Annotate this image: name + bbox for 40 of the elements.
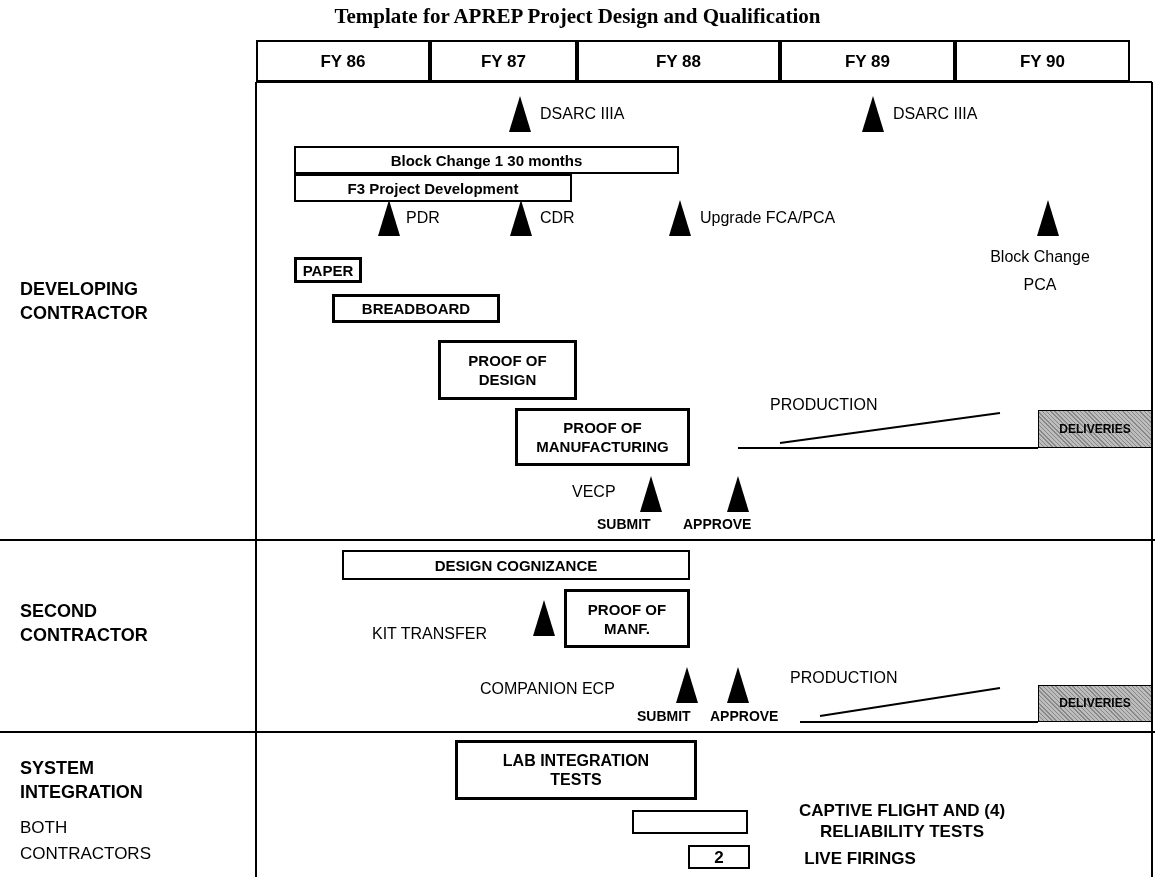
test-bar (632, 810, 748, 834)
row-heading: SECOND CONTRACTOR (20, 600, 149, 647)
test-caption: LIVE FIRINGS (803, 848, 917, 869)
phase-bar: PROOF OF DESIGN (438, 340, 577, 400)
year-header-cell: FY 88 (577, 40, 780, 82)
milestone-label: PDR (406, 208, 440, 228)
schedule-bar: DESIGN COGNIZANCE (342, 550, 690, 580)
milestone-label: Upgrade FCA/PCA (700, 208, 836, 228)
phase-bar: LAB INTEGRATION TESTS (455, 740, 697, 800)
milestone-label: KIT TRANSFER (372, 624, 487, 644)
phase-label: PRODUCTION (770, 395, 878, 415)
phase-bar: PROOF OF MANUFACTURING (515, 408, 690, 466)
year-header-cell: FY 89 (780, 40, 955, 82)
milestone-label: VECP (572, 482, 616, 502)
milestone-label: SUBMIT (637, 707, 691, 726)
milestone-label: SUBMIT (597, 515, 651, 534)
chart-title: Template for APREP Project Design and Qualification (333, 4, 822, 29)
deliveries-bar: DELIVERIES (1038, 685, 1152, 722)
phase-bar: PAPER (294, 257, 362, 283)
phase-bar: PROOF OF MANF. (564, 589, 690, 648)
row-heading: SYSTEM INTEGRATION (20, 757, 144, 804)
milestone-label: CDR (540, 208, 575, 228)
phase-label: PRODUCTION (790, 668, 898, 688)
row-heading: BOTH CONTRACTORS (20, 817, 152, 865)
milestone-label: APPROVE (710, 707, 779, 726)
schedule-bar: Block Change 1 30 months (294, 146, 679, 174)
year-header-cell: FY 87 (430, 40, 577, 82)
year-header-cell: FY 90 (955, 40, 1130, 82)
milestone-label: Block Change PCA (989, 247, 1091, 295)
milestone-label: DSARC IIIA (540, 104, 625, 124)
deliveries-bar: DELIVERIES (1038, 410, 1152, 448)
phase-bar: BREADBOARD (332, 294, 500, 323)
row-heading: DEVELOPING CONTRACTOR (20, 278, 149, 325)
milestone-label: APPROVE (683, 515, 752, 534)
schedule-bar: F3 Project Development (294, 174, 572, 202)
milestone-label: DSARC IIIA (893, 104, 978, 124)
year-header-cell: FY 86 (256, 40, 430, 82)
test-caption: CAPTIVE FLIGHT AND (4) RELIABILITY TESTS (797, 800, 1007, 842)
milestone-label: COMPANION ECP (480, 679, 615, 699)
test-count-box: 2 (688, 845, 750, 869)
